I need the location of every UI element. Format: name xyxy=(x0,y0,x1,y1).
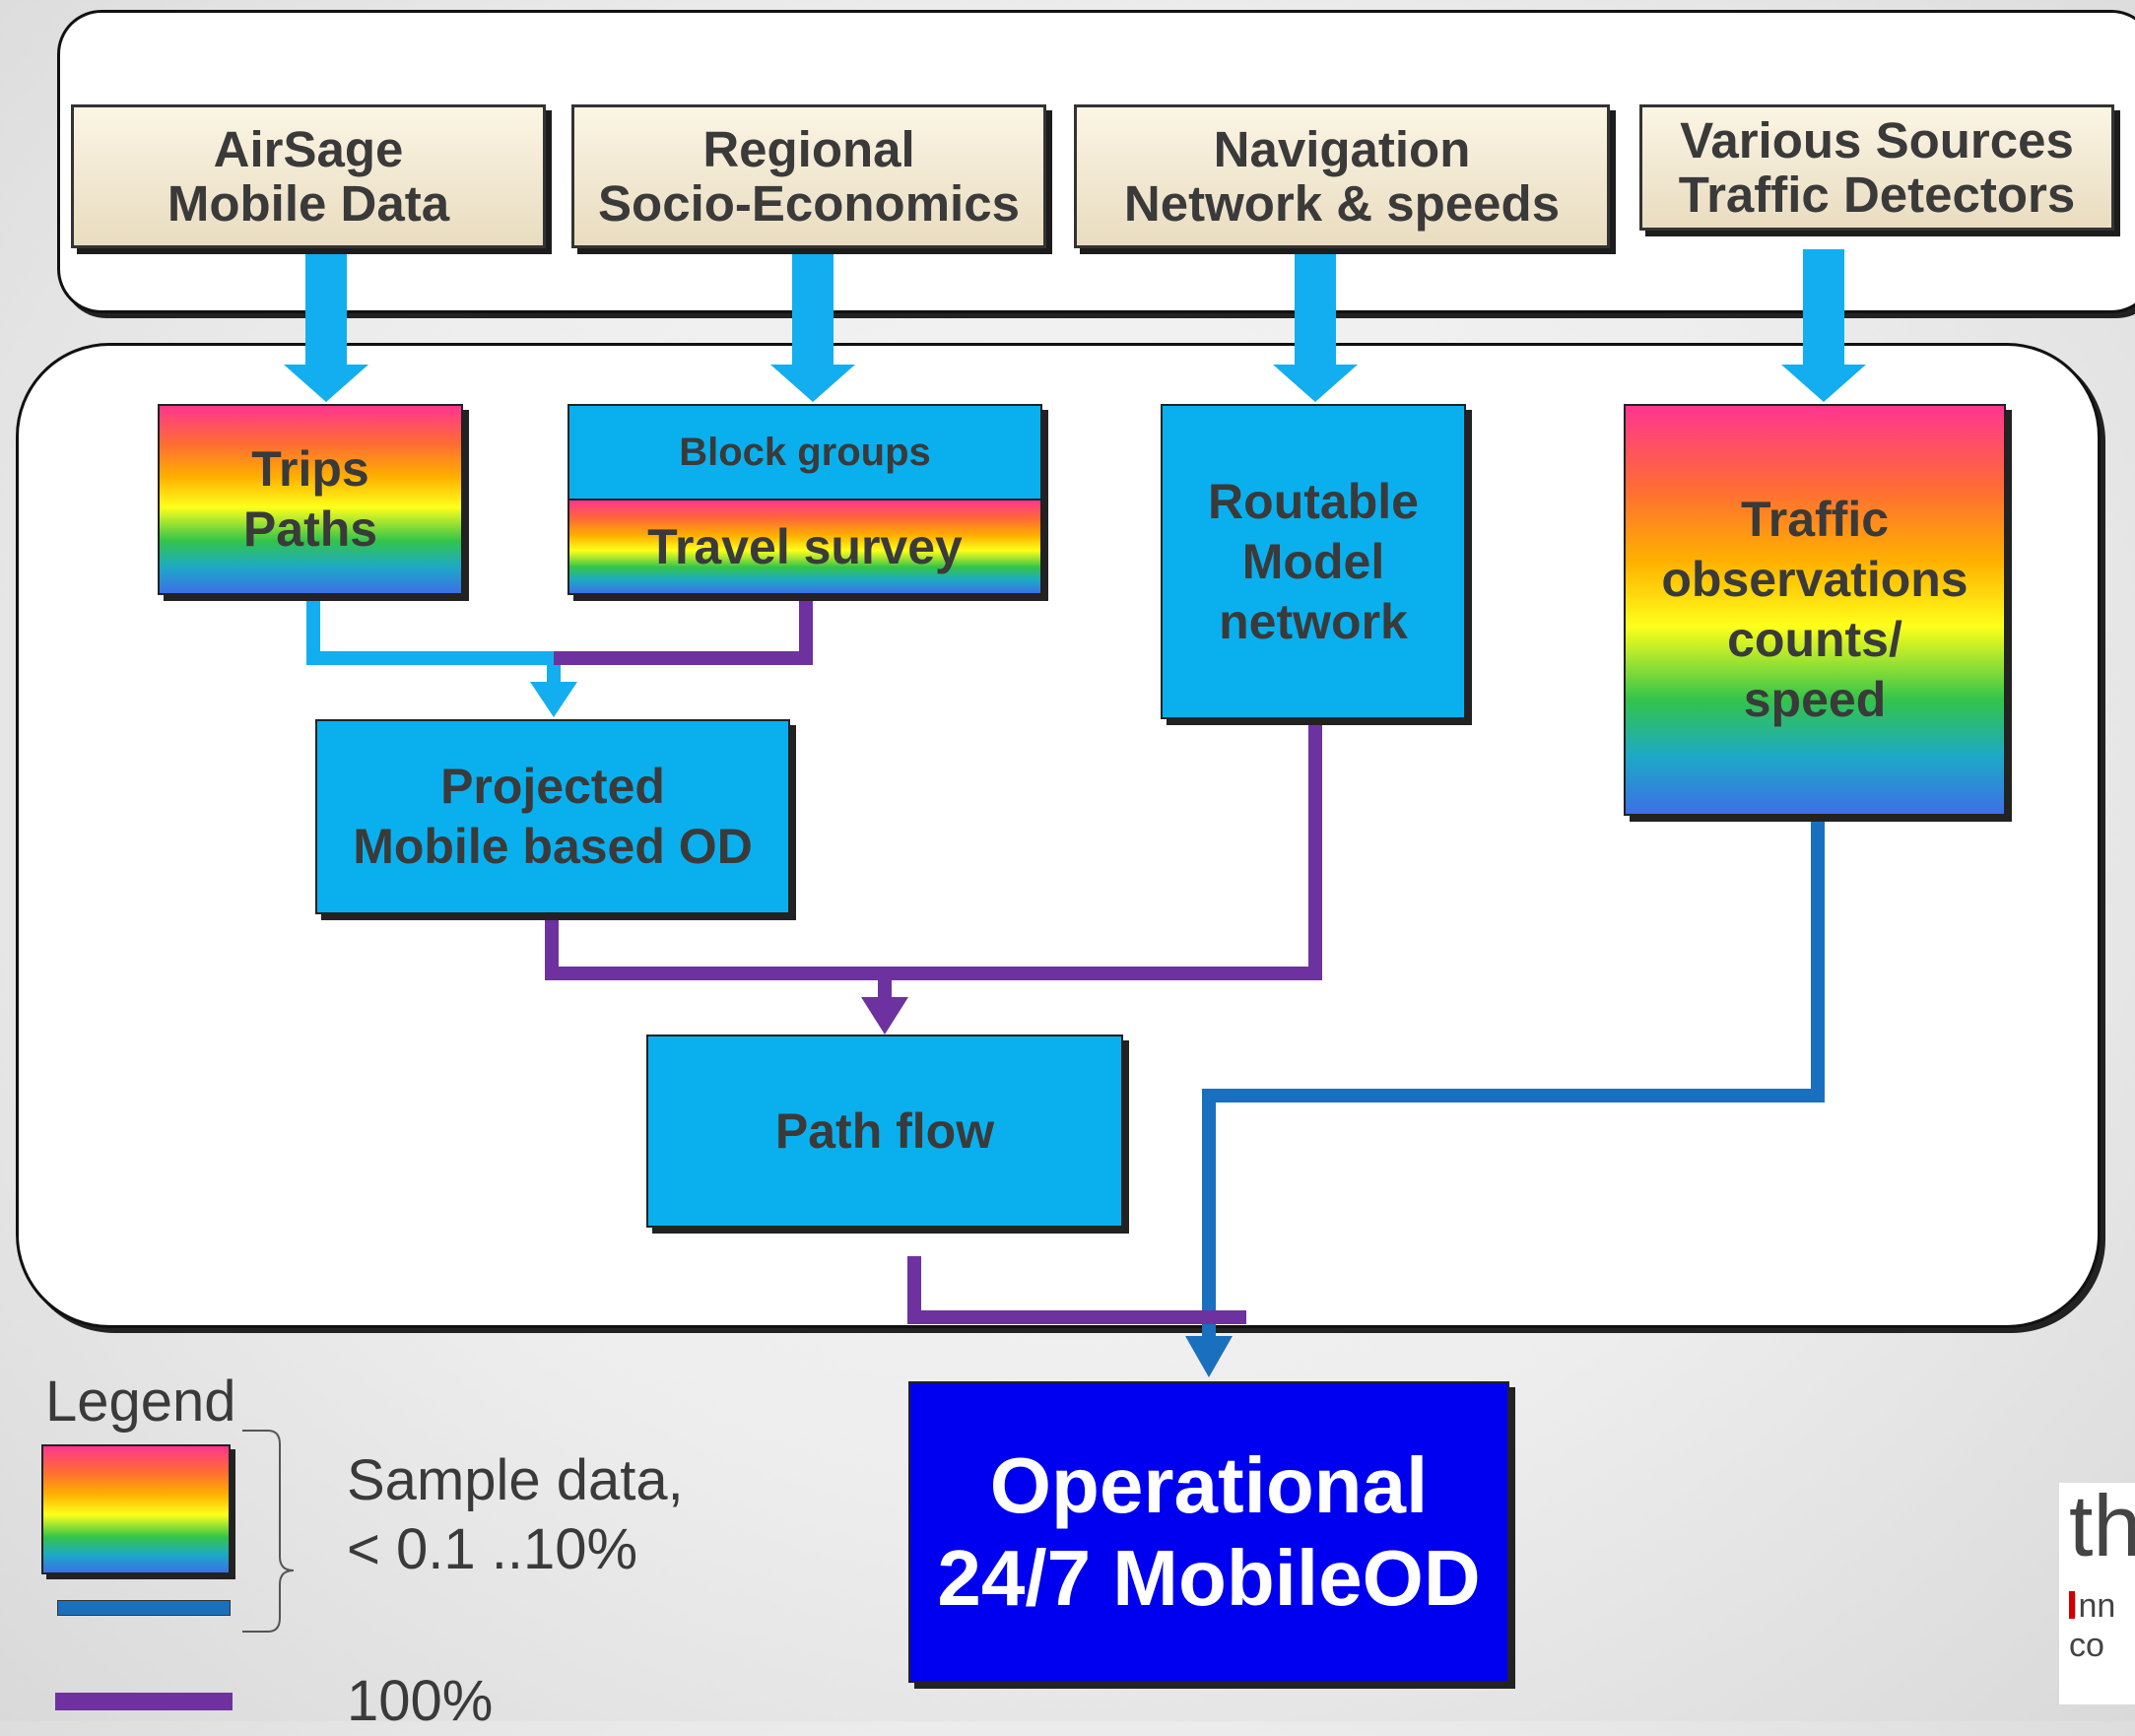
legend-full-line xyxy=(55,1693,233,1710)
node-blockgroups-survey: Block groups Travel survey xyxy=(567,404,1042,595)
source-navigation: Navigation Network & speeds xyxy=(1074,104,1610,248)
arrowhead-operational xyxy=(1185,1336,1233,1377)
source-airsage: AirSage Mobile Data xyxy=(71,104,546,248)
input-arrows xyxy=(284,249,1866,402)
node-operational-mobileod: Operational 24/7 MobileOD xyxy=(908,1381,1509,1683)
line-routable-to-pathflow xyxy=(885,719,1322,980)
legend-sample-line xyxy=(57,1600,231,1616)
source-various: Various Sources Traffic Detectors xyxy=(1639,104,2114,231)
arrow-navigation-to-routable xyxy=(1273,249,1358,402)
node-trips-paths: Trips Paths xyxy=(158,404,463,595)
node-path-flow: Path flow xyxy=(646,1035,1123,1228)
logo-line2: co xyxy=(2069,1627,2104,1664)
source-regional: Regional Socio-Economics xyxy=(571,104,1046,248)
legend-title: Legend xyxy=(45,1369,236,1434)
line-pathflow-to-operational xyxy=(907,1256,1246,1324)
node-block-groups: Block groups xyxy=(569,406,1040,501)
line-projected-to-pathflow xyxy=(545,914,892,1003)
line-survey-to-projected xyxy=(554,593,813,665)
line-trips-to-projected xyxy=(306,593,561,688)
logo-line1-text: Inn xyxy=(2069,1587,2116,1625)
node-travel-survey: Travel survey xyxy=(569,501,1040,593)
logo-text: th xyxy=(2069,1483,2135,1574)
node-traffic-observations: Traffic observations counts/ speed xyxy=(1624,404,2006,816)
line-traffic-to-operational xyxy=(1202,816,1825,1342)
logo-red-mark xyxy=(2069,1591,2075,1619)
legend-full-label: 100% xyxy=(347,1669,494,1733)
arrow-regional-to-blockgroups xyxy=(770,249,855,402)
legend-sample-label: Sample data, < 0.1 ..10% xyxy=(347,1448,684,1581)
node-projected-od: Projected Mobile based OD xyxy=(315,719,790,914)
arrowhead-pathflow xyxy=(861,997,908,1035)
arrow-airsage-to-trips xyxy=(284,249,368,402)
arrow-various-to-traffic xyxy=(1781,249,1866,402)
node-routable-network: Routable Model network xyxy=(1161,404,1466,719)
logo: th Inn co xyxy=(2059,1483,2135,1704)
logo-line1: Inn xyxy=(2069,1589,2115,1623)
arrowhead-projected xyxy=(530,682,577,717)
legend-sample-swatch xyxy=(41,1444,231,1574)
